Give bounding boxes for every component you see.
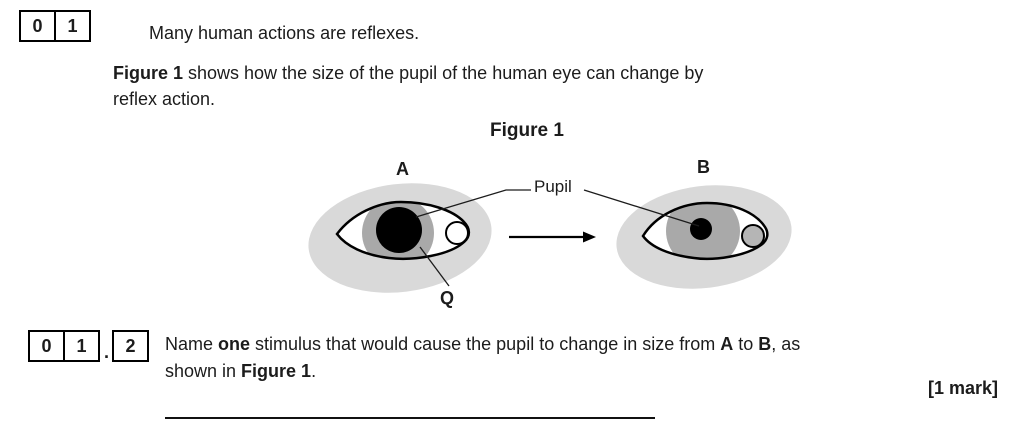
question2-number-suffix-cells: 2 <box>112 330 150 362</box>
pupil-label: Pupil <box>534 177 572 196</box>
question1-number-box: 0 1 <box>19 10 91 42</box>
eye-a-pupil <box>376 207 422 253</box>
question2-number-box: 0 1 . 2 <box>28 330 150 362</box>
eye-b-label: B <box>697 157 710 177</box>
question1-description-line1: Figure 1 shows how the size of the pupil… <box>113 63 704 83</box>
answer-line <box>165 417 655 419</box>
eye-a-label: A <box>396 159 409 179</box>
question2-number-cell-1: 1 <box>65 330 100 362</box>
question2-number-separator: . <box>104 342 110 362</box>
figure-title: Figure 1 <box>490 120 564 141</box>
marks-tag: [1 mark] <box>927 378 998 398</box>
question2-number-cell-2: 2 <box>112 330 150 362</box>
eye-b-pupil <box>690 218 712 240</box>
question2-text-line1: Name one stimulus that would cause the p… <box>165 334 801 354</box>
eye-b-tear-duct <box>741 224 765 248</box>
eye-b-outline <box>641 201 769 261</box>
pupil-leader-line-b <box>583 189 700 227</box>
change-arrow-head <box>583 231 596 243</box>
pupil-leader-line-a <box>415 189 531 218</box>
question2-text-line2: shown in Figure 1. <box>165 361 317 381</box>
question1-description-line2: reflex action. <box>113 89 216 109</box>
question1-number-cell-1: 1 <box>56 10 91 42</box>
eye-a-outline <box>335 200 471 260</box>
q-label: Q <box>440 288 455 308</box>
question2-number-cell-0: 0 <box>28 330 65 362</box>
question1-intro-text: Many human actions are reflexes. <box>149 23 420 43</box>
question1-number-cell-0: 0 <box>19 10 56 42</box>
question1-number-cells: 0 1 <box>19 10 91 42</box>
q-leader-line <box>419 246 450 287</box>
question2-number-cells: 0 1 <box>28 330 100 362</box>
